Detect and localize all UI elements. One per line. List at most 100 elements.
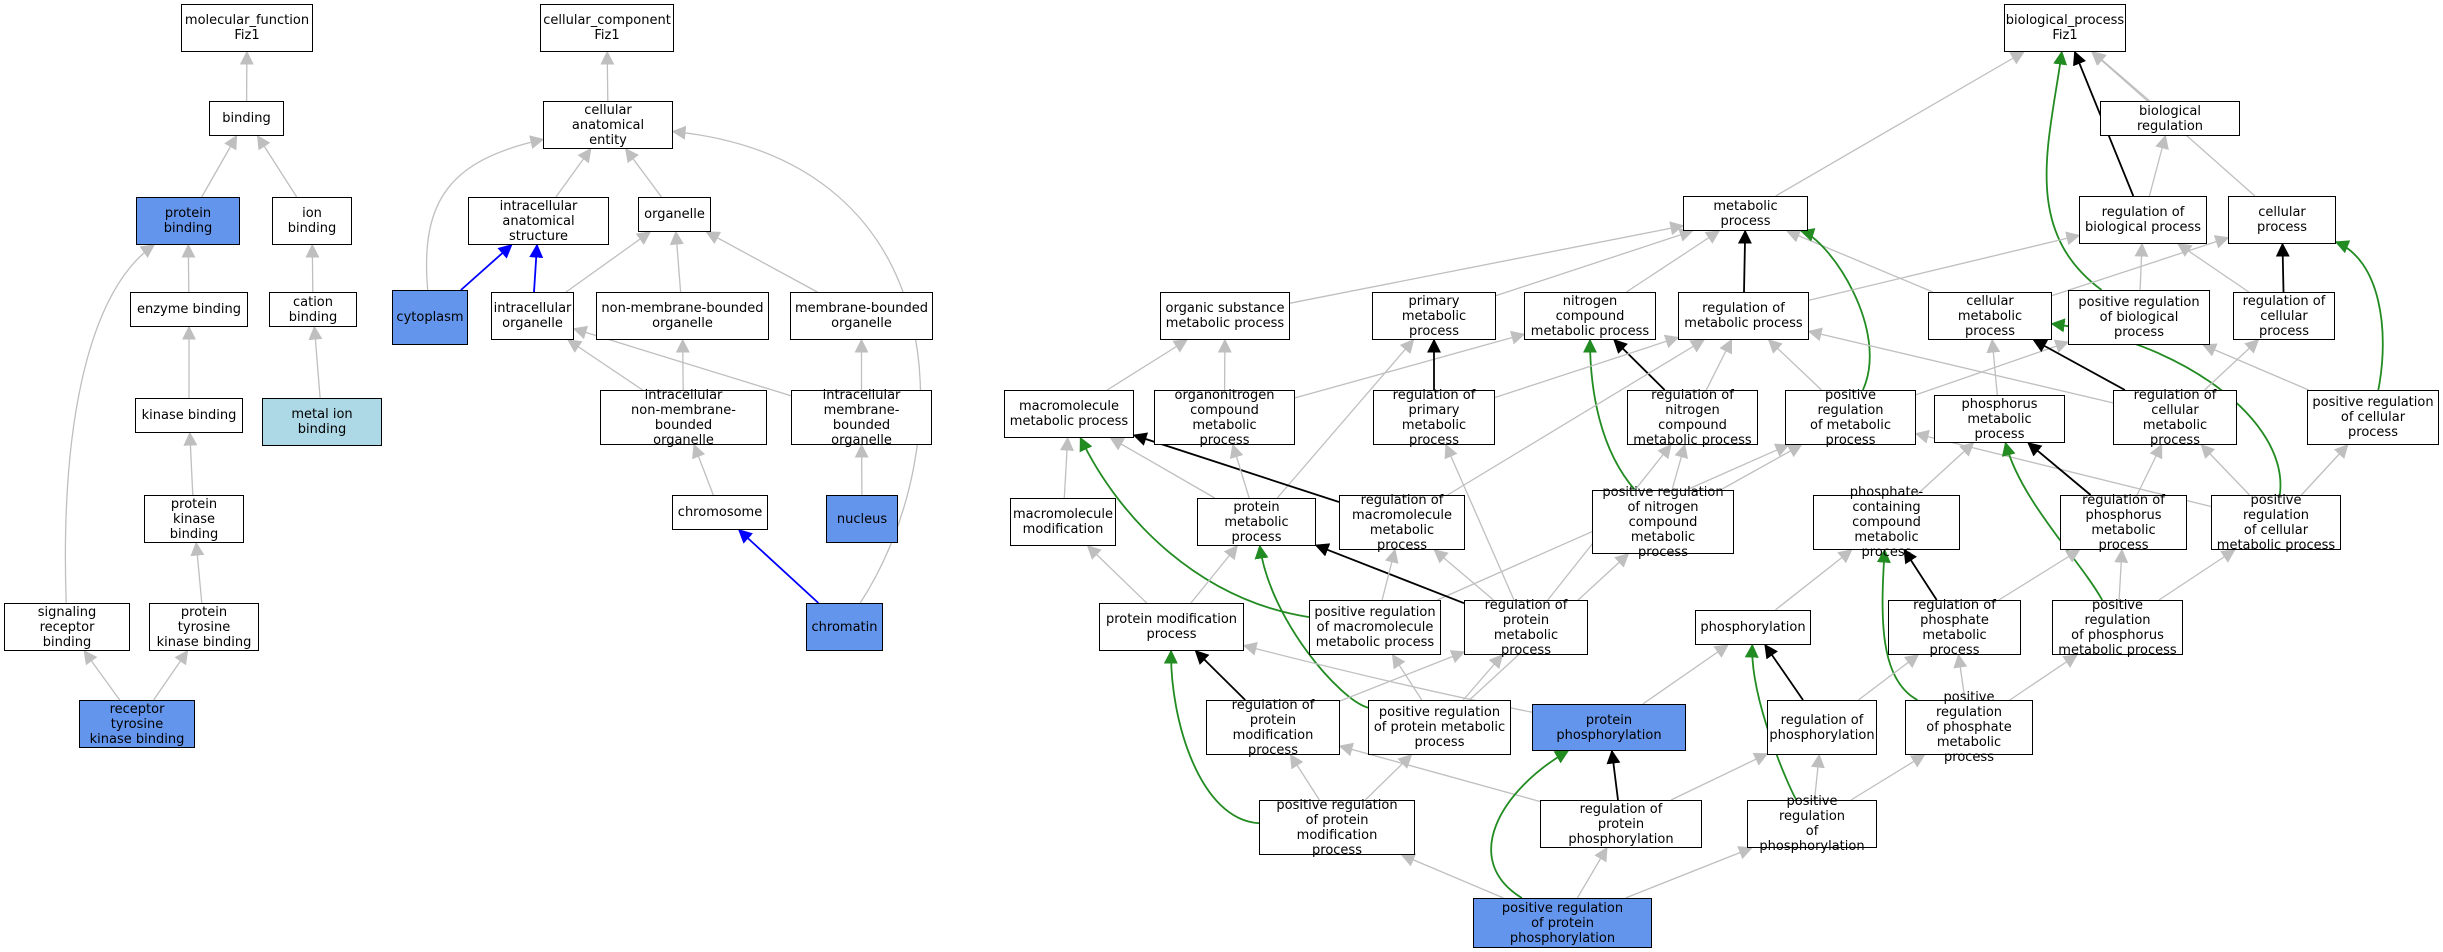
go-term-oncmp[interactable]: organonitrogen compound metabolic proces…: [1154, 388, 1295, 448]
go-term-metalb[interactable]: metal ion binding: [262, 398, 382, 446]
edge-phos-to-pccmp: [1774, 549, 1853, 611]
go-term-srb[interactable]: signaling receptor binding: [4, 603, 130, 651]
go-term-ias[interactable]: intracellular anatomical structure: [468, 197, 609, 245]
go-term-cmp[interactable]: cellular metabolic process: [1928, 292, 2052, 340]
edge-pccmp-to-phmp: [1916, 442, 1975, 496]
edge-prpcmp-to-pccmp: [1876, 548, 1918, 701]
go-term-cae[interactable]: cellular anatomical entity: [543, 101, 673, 149]
go-term-kinb[interactable]: kinase binding: [135, 398, 243, 433]
go-term-pbind[interactable]: protein binding: [136, 197, 240, 245]
edge-prcmp-to-rcmp: [2200, 443, 2250, 496]
go-term-enzb[interactable]: enzyme binding: [130, 292, 248, 327]
edge-ncmp-to-metp: [1626, 230, 1721, 293]
go-term-ptkb[interactable]: protein tyrosine kinase binding: [149, 603, 259, 651]
go-term-rphos[interactable]: regulation of phosphorylation: [1767, 700, 1877, 755]
go-term-inmbo[interactable]: intracellular non-membrane-bounded organ…: [600, 388, 767, 448]
go-term-pmodp[interactable]: protein modification process: [1099, 603, 1244, 651]
go-term-mmp[interactable]: macromolecule metabolic process: [1004, 390, 1134, 438]
go-term-prcp[interactable]: positive regulation of cellular process: [2307, 390, 2439, 445]
go-term-rtkb[interactable]: receptor tyrosine kinase binding: [79, 700, 195, 748]
go-term-prncmp[interactable]: positive regulation of nitrogen compound…: [1592, 485, 1734, 560]
edge-pprmp-to-prmmp: [1391, 653, 1423, 701]
edge-cyto-to-ias: [460, 244, 513, 291]
edge-pmodp-to-mmod: [1086, 545, 1148, 604]
go-term-rpmodp[interactable]: regulation of protein modification proce…: [1206, 698, 1340, 758]
go-term-cc[interactable]: cellular_component Fiz1: [540, 4, 674, 52]
go-term-rpcmp[interactable]: regulation of phosphate metabolic proces…: [1888, 598, 2021, 658]
go-term-mf[interactable]: molecular_function Fiz1: [181, 4, 313, 52]
edge-nmbo-to-org: [669, 230, 684, 293]
go-term-ionb[interactable]: ion binding: [272, 197, 352, 245]
edge-prcp-to-prbp: [2202, 343, 2309, 391]
edge-io-to-ias: [529, 243, 544, 293]
go-term-rcp[interactable]: regulation of cellular process: [2233, 292, 2335, 340]
go-term-prmetp[interactable]: protein metabolic process: [1197, 498, 1316, 546]
go-term-prcmp[interactable]: positive regulation of cellular metaboli…: [2211, 493, 2341, 553]
edge-rncmp-to-rmp: [1705, 338, 1733, 391]
go-term-rmp[interactable]: regulation of metabolic process: [1678, 292, 1809, 340]
edge-rphos-to-phos: [1764, 643, 1804, 701]
edge-ptkb-to-pkb: [190, 541, 205, 604]
go-term-io[interactable]: intracellular organelle: [491, 292, 574, 340]
go-term-chrtn[interactable]: chromatin: [806, 603, 883, 651]
edge-inmbo-to-io: [567, 339, 643, 391]
go-term-prphos[interactable]: positive regulation of phosphorylation: [1747, 794, 1877, 854]
edge-rcp-to-rbp: [2177, 243, 2250, 293]
edge-rpcmp-to-rphmp: [1998, 549, 2081, 601]
edge-prphos-to-prpcmp: [1850, 754, 1926, 801]
edge-mbo-to-org: [705, 231, 818, 293]
edge-cmp-to-metp: [1785, 229, 1934, 293]
edge-cyto-to-cae: [425, 135, 545, 291]
go-term-phos[interactable]: phosphorylation: [1695, 610, 1811, 645]
go-term-pccmp[interactable]: phosphate-containing compound metabolic …: [1813, 485, 1960, 560]
edge-prpmodp-to-rpmodp: [1289, 753, 1320, 801]
edge-prcmp-to-prcp: [2300, 443, 2349, 496]
go-term-cyto[interactable]: cytoplasm: [392, 290, 468, 345]
go-term-cationb[interactable]: cation binding: [269, 292, 357, 327]
go-term-prpmodp[interactable]: positive regulation of protein modificat…: [1259, 798, 1415, 858]
go-term-rphmp[interactable]: regulation of phosphorus metabolic proce…: [2060, 493, 2187, 553]
edge-prbp-to-bp: [2045, 50, 2103, 291]
go-term-ncmp[interactable]: nitrogen compound metabolic process: [1524, 292, 1656, 340]
edge-pprmp-to-rprmp: [1462, 653, 1504, 701]
go-term-rbp[interactable]: regulation of biological process: [2079, 196, 2207, 244]
go-term-prpphos[interactable]: positive regulation of protein phosphory…: [1473, 898, 1652, 948]
go-term-rcmp[interactable]: regulation of cellular metabolic process: [2113, 388, 2237, 448]
go-term-prmmp[interactable]: positive regulation of macromolecule met…: [1309, 600, 1441, 655]
go-term-metp[interactable]: metabolic process: [1683, 196, 1808, 231]
go-term-phmp[interactable]: phosphorus metabolic process: [1934, 395, 2065, 443]
go-term-breg[interactable]: biological regulation: [2100, 101, 2240, 136]
go-term-pprmp[interactable]: positive regulation of protein metabolic…: [1368, 700, 1511, 755]
go-term-prphmp[interactable]: positive regulation of phosphorus metabo…: [2052, 598, 2183, 658]
edge-rphmp-to-phmp: [2027, 442, 2092, 496]
edge-mmp-to-osmp: [1106, 339, 1188, 391]
edge-prpcmp-to-prphmp: [2009, 654, 2078, 701]
go-term-nmbo[interactable]: non-membrane-bounded organelle: [596, 292, 769, 340]
go-term-mbo[interactable]: membrane-bounded organelle: [790, 292, 933, 340]
go-term-binding[interactable]: binding: [209, 101, 284, 136]
go-term-prbp[interactable]: positive regulation of biological proces…: [2068, 290, 2210, 345]
go-term-nuc[interactable]: nucleus: [826, 495, 898, 543]
go-term-mmod[interactable]: macromolecule modification: [1010, 498, 1116, 546]
edge-rpmodp-to-rprmp: [1339, 650, 1466, 702]
edge-pmodp-to-prmetp: [1190, 544, 1238, 604]
go-term-prmp[interactable]: positive regulation of metabolic process: [1785, 388, 1916, 448]
go-term-pkb[interactable]: protein kinase binding: [144, 495, 244, 543]
go-term-pphos[interactable]: protein phosphorylation: [1532, 704, 1686, 751]
go-term-osmp[interactable]: organic substance metabolic process: [1160, 292, 1290, 340]
go-term-imbo[interactable]: intracellular membrane-bounded organelle: [791, 388, 932, 448]
go-term-chrom[interactable]: chromosome: [672, 495, 768, 530]
edge-ias-to-cae: [555, 147, 592, 198]
go-term-org[interactable]: organelle: [638, 197, 711, 232]
go-term-rncmp[interactable]: regulation of nitrogen compound metaboli…: [1627, 388, 1758, 448]
go-term-bp[interactable]: biological_process Fiz1: [2004, 4, 2126, 52]
go-term-rpmp[interactable]: regulation of primary metabolic process: [1373, 388, 1495, 448]
go-term-rpphos[interactable]: regulation of protein phosphorylation: [1540, 800, 1702, 848]
go-term-rprmp[interactable]: regulation of protein metabolic process: [1464, 598, 1588, 658]
go-term-cellp[interactable]: cellular process: [2228, 196, 2336, 244]
go-term-rmmp[interactable]: regulation of macromolecule metabolic pr…: [1339, 493, 1465, 553]
edge-prmmp-to-mmp: [1079, 436, 1310, 618]
go-term-prpcmp[interactable]: positive regulation of phosphate metabol…: [1905, 690, 2033, 765]
go-term-pmp[interactable]: primary metabolic process: [1372, 292, 1496, 340]
